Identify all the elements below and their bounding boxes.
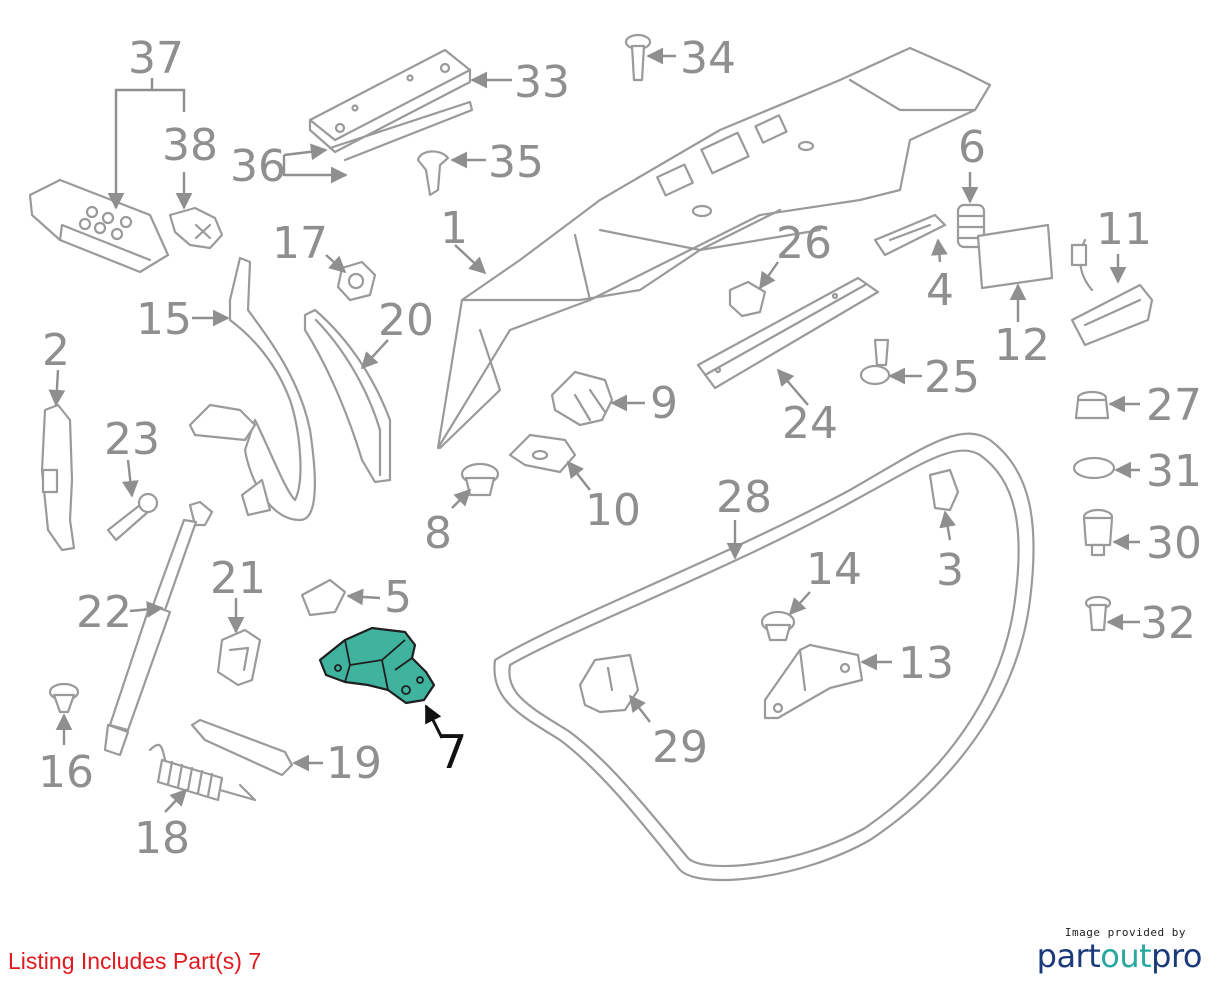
part-7-lock-actuator	[318, 626, 436, 705]
callout-19: 19	[326, 738, 382, 789]
callout-26: 26	[776, 218, 832, 269]
callout-34: 34	[680, 33, 736, 84]
partoutpro-logo[interactable]: partoutpro	[1036, 937, 1203, 975]
callout-36: 36	[230, 141, 286, 192]
callout-38: 38	[162, 120, 218, 171]
callout-7-highlighted: 7	[438, 725, 467, 779]
credit-caption: Image provided by	[1064, 926, 1186, 939]
part-5-stop-pad	[300, 578, 347, 617]
callout-37: 37	[128, 33, 184, 84]
part-8-grommet	[460, 462, 500, 497]
callout-25: 25	[924, 352, 980, 403]
callout-11: 11	[1096, 204, 1152, 255]
part-2-trim-strip	[40, 403, 76, 552]
brand-out: out	[1100, 937, 1152, 975]
leader-lines	[48, 47, 1140, 813]
part-28-weatherstrip-seal	[493, 432, 1035, 882]
callout-21: 21	[210, 553, 266, 604]
callout-22: 22	[76, 587, 132, 638]
part-26-bumper	[728, 280, 767, 318]
callout-17: 17	[272, 218, 328, 269]
callout-12: 12	[994, 320, 1050, 371]
callout-9: 9	[650, 378, 678, 429]
callout-14: 14	[806, 544, 862, 595]
part-29-guide	[578, 653, 640, 714]
part-1-trunk-lid	[436, 46, 992, 450]
part-10-bracket	[508, 433, 577, 474]
part-16-clip	[48, 682, 80, 714]
part-37-license-lamp	[28, 178, 170, 274]
callout-13: 13	[898, 638, 954, 689]
part-24-strip	[696, 276, 880, 390]
callout-29: 29	[652, 722, 708, 773]
callout-2: 2	[42, 325, 70, 376]
part-13-striker	[763, 643, 864, 720]
part-18-spring	[148, 743, 257, 802]
part-23-ball-stud	[106, 492, 159, 542]
callout-10: 10	[585, 485, 641, 536]
callout-20: 20	[378, 295, 434, 346]
part-20-trim	[303, 308, 392, 484]
callout-33: 33	[514, 57, 570, 108]
part-34-bolt	[624, 33, 652, 82]
callout-3: 3	[936, 545, 964, 596]
callout-23: 23	[104, 414, 160, 465]
part-15-hinge	[188, 256, 316, 522]
part-19-cover	[190, 718, 294, 777]
listing-includes-text: Listing Includes Part(s) 7	[8, 948, 262, 974]
part-3-bumper	[928, 468, 960, 512]
callout-8: 8	[424, 508, 452, 559]
callout-35: 35	[488, 137, 544, 188]
part-11-camera	[1070, 238, 1154, 347]
callout-15: 15	[136, 294, 192, 345]
part-9-guide	[550, 370, 614, 427]
brand-part: part	[1036, 937, 1101, 975]
brand-pro: pro	[1151, 937, 1202, 975]
part-31-cap	[1072, 456, 1116, 480]
part-35-clip	[416, 150, 450, 197]
part-38-bulb	[168, 206, 224, 250]
image-credit: Image provided by partoutpro	[1036, 926, 1203, 975]
callout-31: 31	[1146, 446, 1202, 497]
part-21-clip	[216, 628, 262, 687]
part-12-label	[976, 223, 1054, 290]
callout-5: 5	[384, 572, 412, 623]
callout-32: 32	[1140, 598, 1196, 649]
part-14-grommet	[760, 610, 796, 642]
part-32-clip	[1084, 595, 1112, 632]
callout-1: 1	[440, 203, 468, 254]
callout-27: 27	[1146, 380, 1202, 431]
part-30-buffer	[1082, 508, 1114, 557]
callout-numbers: 1 2 3 4 5 6 8 9 10 11 12 13 14 15 16 17 …	[38, 33, 1202, 864]
part-4-handle-pad	[873, 213, 947, 257]
callout-16: 16	[38, 747, 94, 798]
part-17-nut	[336, 260, 377, 302]
callout-30: 30	[1146, 518, 1202, 569]
callout-28: 28	[716, 472, 772, 523]
callout-4: 4	[926, 265, 954, 316]
part-33-pad	[308, 48, 474, 162]
callout-6: 6	[958, 122, 986, 173]
callout-18: 18	[134, 813, 190, 864]
part-25-stud	[859, 338, 891, 386]
callout-24: 24	[782, 398, 838, 449]
part-27-bumper	[1074, 390, 1110, 420]
